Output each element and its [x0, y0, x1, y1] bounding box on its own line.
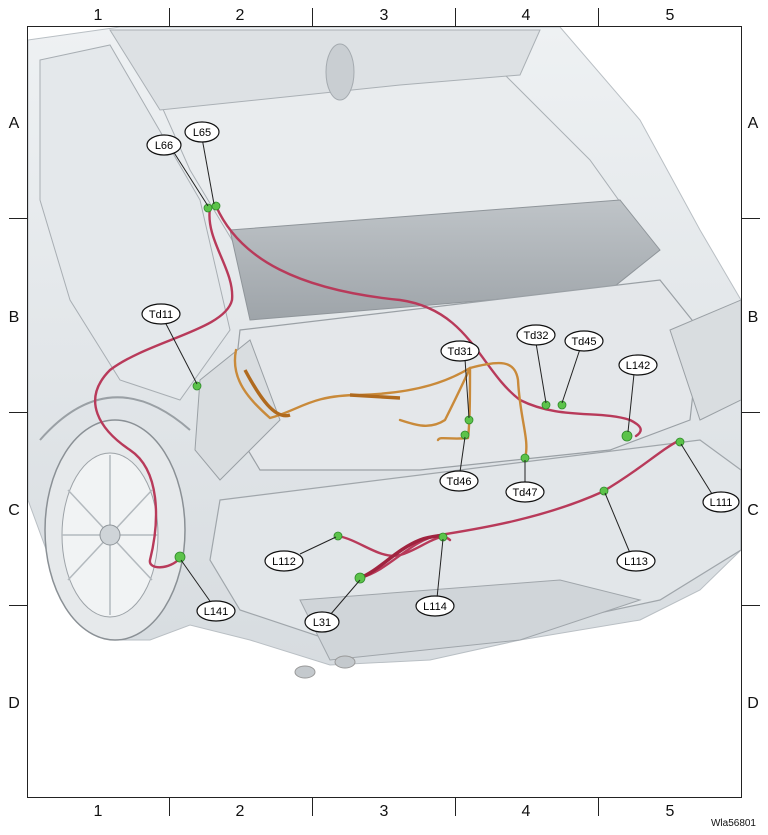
label-l65: L65 [193, 127, 211, 139]
connector-l66 [203, 203, 213, 213]
grid-tick [169, 8, 170, 26]
callout-leaders [164, 137, 713, 616]
callout-Td47: Td47 [505, 481, 545, 503]
label-l113: L113 [624, 556, 648, 568]
callout-L112: L112 [264, 550, 304, 572]
label-l112: L112 [272, 556, 296, 568]
label-l66: L66 [155, 140, 173, 152]
grid-row-label-left: A [8, 115, 20, 132]
grid-row-label-right: A [747, 115, 759, 132]
connector-td45 [557, 400, 567, 410]
grid-col-label-bottom: 2 [235, 803, 245, 820]
label-td11: Td11 [149, 309, 173, 321]
grid-tick [9, 605, 27, 606]
connector-l112 [333, 531, 343, 541]
callout-L113: L113 [616, 550, 656, 572]
callout-L65: L65 [184, 121, 220, 143]
grid-row-label-right: D [747, 695, 759, 712]
label-l31: L31 [313, 617, 331, 629]
grid-col-label-top: 4 [521, 7, 531, 24]
callouts: L66 L65 Td11 Td31 Td32 Td45 [141, 121, 740, 633]
grid-tick [9, 412, 27, 413]
roof-antenna [325, 43, 355, 101]
label-l111: L111 [710, 497, 733, 509]
label-td45: Td45 [571, 336, 596, 348]
grid-tick [598, 798, 599, 816]
grid-tick [9, 218, 27, 219]
harness-orange-dark [243, 369, 401, 418]
grid-col-label-bottom: 5 [665, 803, 675, 820]
grid-col-label-bottom: 3 [379, 803, 389, 820]
bumper-lower [299, 579, 642, 661]
connectors [174, 201, 685, 584]
connector-l31 [354, 572, 366, 584]
label-td47: Td47 [512, 487, 537, 499]
grid-row-label-left: C [8, 502, 20, 519]
callout-L31: L31 [304, 611, 340, 633]
wheel-arch [39, 396, 191, 441]
roof-panel [109, 29, 541, 111]
connector-l111 [675, 437, 685, 447]
grid-col-label-bottom: 1 [93, 803, 103, 820]
c-pillar [39, 44, 231, 401]
label-td32: Td32 [523, 330, 548, 342]
label-l142: L142 [626, 360, 650, 372]
label-l114: L114 [423, 601, 447, 613]
grid-tick [455, 8, 456, 26]
grid-tick [312, 798, 313, 816]
label-td46: Td46 [446, 476, 471, 488]
connector-l142 [621, 430, 633, 442]
exhaust-tip [294, 665, 316, 679]
grid-tick [742, 605, 760, 606]
grid-row-label-left: B [8, 309, 20, 326]
grid-tick [742, 412, 760, 413]
exhaust-tip [334, 655, 356, 669]
callout-L142: L142 [618, 354, 658, 376]
grid-col-label-top: 1 [93, 7, 103, 24]
grid-row-label-left: D [8, 695, 20, 712]
connector-td11 [192, 381, 202, 391]
wheel-hub [99, 524, 121, 546]
grid-col-label-top: 3 [379, 7, 389, 24]
callout-L141: L141 [196, 600, 236, 622]
callout-Td32: Td32 [516, 324, 556, 346]
grid-tick [312, 8, 313, 26]
callout-Td45: Td45 [564, 330, 604, 352]
grid-col-label-top: 2 [235, 7, 245, 24]
grid-row-label-right: C [747, 502, 759, 519]
callout-L114: L114 [415, 595, 455, 617]
connector-l113 [599, 486, 609, 496]
grid-col-label-bottom: 4 [521, 803, 531, 820]
callout-Td11: Td11 [141, 303, 181, 325]
document-id: Wla56801 [710, 818, 756, 829]
grid-tick [598, 8, 599, 26]
left-taillight [194, 339, 281, 481]
callout-L111: L111 [702, 491, 740, 513]
right-taillight [669, 299, 741, 421]
grid-col-label-top: 5 [665, 7, 675, 24]
grid-tick [742, 218, 760, 219]
label-l141: L141 [204, 606, 228, 618]
grid-tick [169, 798, 170, 816]
connector-l65 [211, 201, 221, 211]
callout-L66: L66 [146, 134, 182, 156]
connector-l141 [174, 551, 186, 563]
harness-red-thick [359, 533, 445, 580]
diagram-frame [27, 26, 742, 798]
callout-Td31: Td31 [440, 340, 480, 362]
grid-row-label-right: B [747, 309, 759, 326]
callout-Td46: Td46 [439, 470, 479, 492]
grid-tick [455, 798, 456, 816]
label-td31: Td31 [447, 346, 472, 358]
